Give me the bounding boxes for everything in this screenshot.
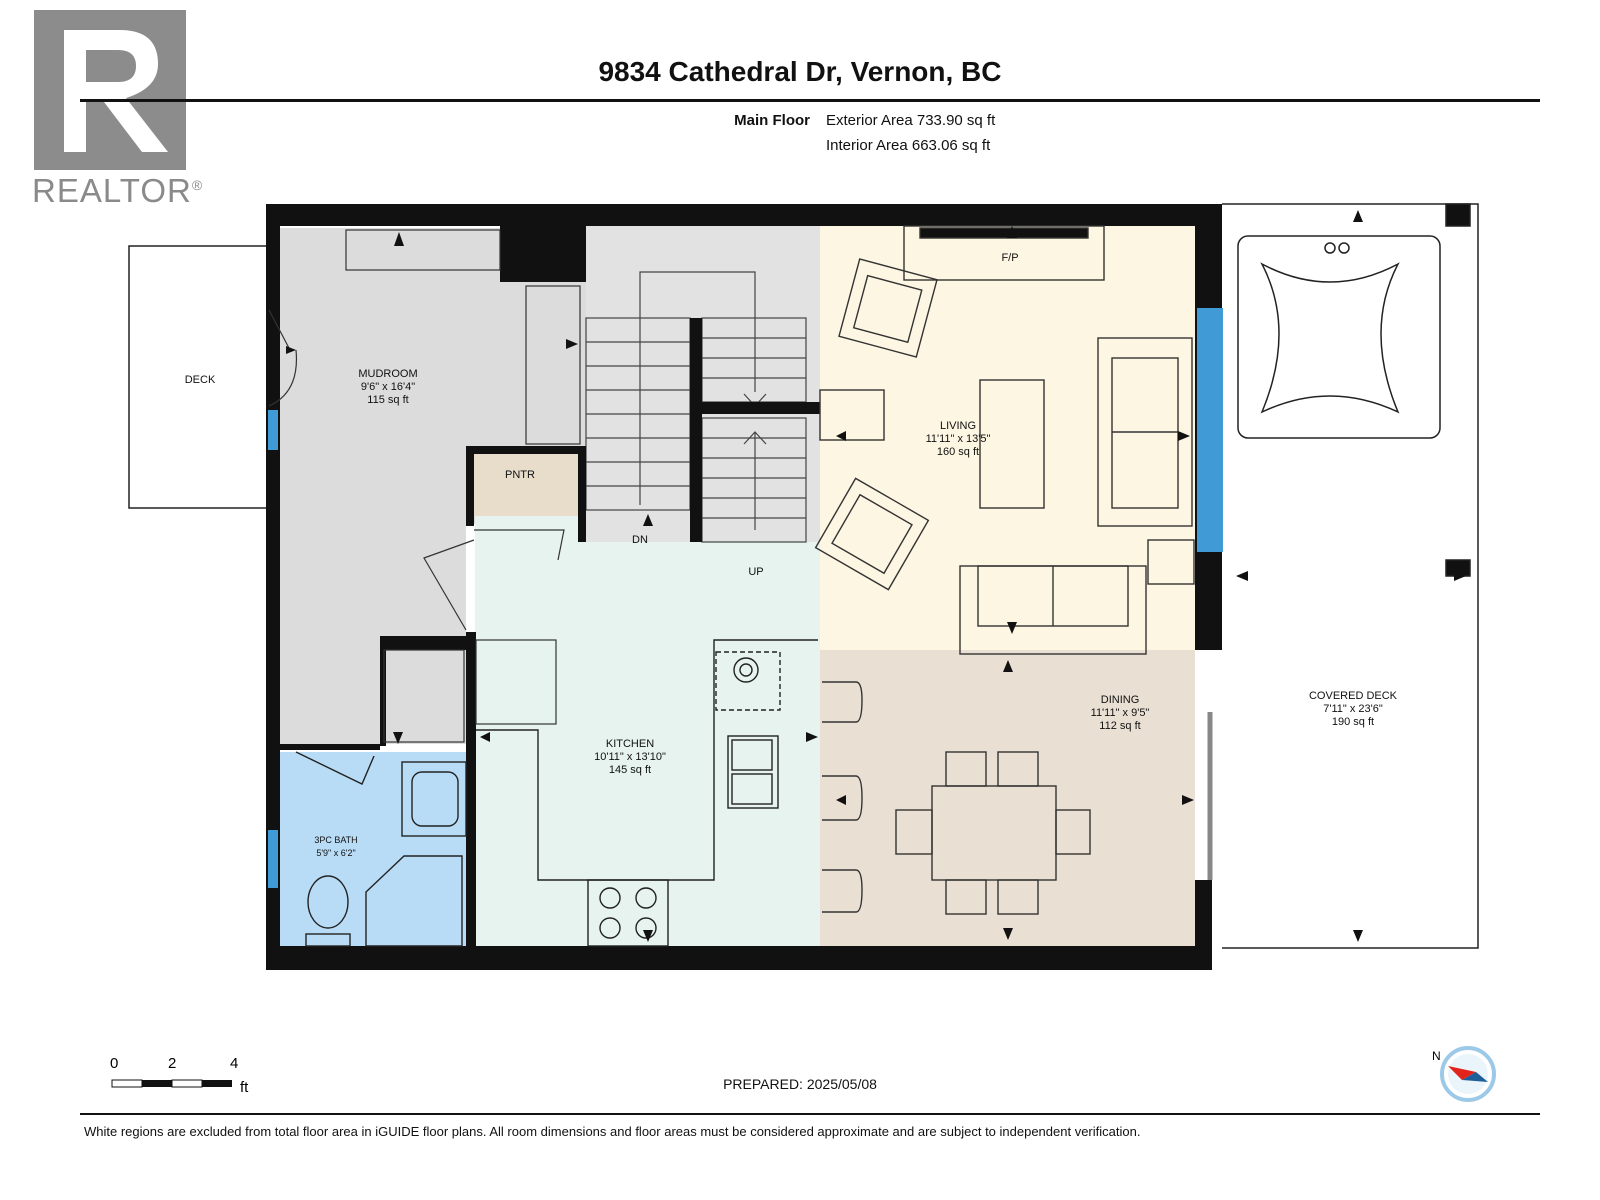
view-arrows — [286, 210, 1466, 942]
fireplace-label: F/P — [990, 252, 1030, 265]
prepared-date: PREPARED: 2025/05/08 — [723, 1076, 877, 1092]
covered-deck-dims: 7'11" x 23'6" — [1323, 703, 1383, 715]
disclaimer-text: White regions are excluded from total fl… — [84, 1124, 1141, 1139]
covered-deck-label: COVERED DECK 7'11" x 23'6" 190 sq ft — [1288, 690, 1418, 729]
covered-deck-name: COVERED DECK — [1308, 690, 1398, 702]
stairs-up-label: UP — [736, 566, 776, 579]
windows — [268, 308, 1223, 888]
compass-north-label: N — [1432, 1049, 1441, 1063]
bath-fixtures — [295, 751, 467, 947]
deck-name: DECK — [184, 374, 216, 386]
covered-deck — [1222, 203, 1479, 949]
bath-dims: 5'9" x 6'2" — [316, 848, 356, 858]
living-area-text: 160 sq ft — [936, 446, 980, 458]
pantry-name: PNTR — [505, 469, 535, 481]
pantry-area — [473, 452, 581, 516]
mudroom-area-text: 115 sq ft — [367, 394, 409, 406]
dining-area — [820, 650, 1195, 946]
living-name: LIVING — [939, 420, 977, 432]
mudroom-dims: 9'6" x 16'4" — [360, 381, 416, 393]
dining-label: DINING 11'11" x 9'5" 112 sq ft — [1060, 694, 1180, 733]
stair-landing-wall — [702, 402, 820, 414]
exterior-walls — [266, 204, 1222, 970]
dining-name: DINING — [1100, 694, 1140, 706]
living-area — [820, 226, 1195, 650]
scale-tick-0: 0 — [110, 1055, 118, 1072]
mudroom-label: MUDROOM 9'6" x 16'4" 115 sq ft — [338, 368, 438, 407]
kitchen-name: KITCHEN — [605, 738, 655, 750]
kitchen-area — [475, 516, 820, 946]
floor-name: Main Floor — [734, 112, 810, 129]
registered-mark: ® — [191, 177, 204, 193]
stairs-down-text: DN — [632, 534, 648, 546]
mudroom-fixtures — [268, 229, 581, 743]
stair-area — [586, 226, 820, 542]
deck-label: DECK — [160, 374, 240, 387]
exterior-area: Exterior Area 733.90 sq ft — [826, 112, 996, 129]
covered-deck-area-text: 190 sq ft — [1331, 716, 1375, 728]
pantry-label: PNTR — [490, 469, 550, 482]
logo-word: REALTOR — [32, 172, 192, 209]
realtor-logo-mark — [34, 10, 186, 170]
fireplace-text: F/P — [1001, 252, 1019, 264]
deck-area — [128, 245, 270, 509]
bath-label: 3PC BATH 5'9" x 6'2" — [296, 834, 376, 860]
living-label: LIVING 11'11" x 13'5" 160 sq ft — [898, 420, 1018, 459]
interior-area: Interior Area 663.06 sq ft — [826, 137, 991, 154]
dining-area-text: 112 sq ft — [1099, 720, 1141, 732]
kitchen-dims: 10'11" x 13'10" — [594, 751, 666, 763]
scale-unit: ft — [240, 1079, 249, 1096]
kitchen-label: KITCHEN 10'11" x 13'10" 145 sq ft — [570, 738, 690, 777]
dining-dims: 11'11" x 9'5" — [1090, 707, 1150, 719]
stairs-up-text: UP — [748, 566, 764, 578]
page-title: 9834 Cathedral Dr, Vernon, BC — [598, 56, 1002, 87]
mudroom-area — [280, 228, 466, 744]
header-divider — [80, 99, 1540, 102]
scale-bar: 0 2 4 ft — [110, 1052, 270, 1107]
mudroom-name: MUDROOM — [358, 368, 418, 380]
living-dims: 11'11" x 13'5" — [925, 433, 991, 445]
scale-tick-2: 2 — [168, 1055, 176, 1072]
scale-tick-4: 4 — [230, 1055, 238, 1072]
kitchen-area-text: 145 sq ft — [608, 764, 652, 776]
bath-area — [280, 752, 475, 946]
living-furniture — [814, 225, 1195, 655]
kitchen-fixtures — [476, 639, 818, 947]
bath-name: 3PC BATH — [314, 835, 358, 845]
stairs-down-label: DN — [620, 534, 660, 547]
footer-divider — [80, 1113, 1540, 1115]
realtor-logo-text: REALTOR® — [32, 172, 202, 210]
stair-divider-wall — [690, 318, 702, 542]
dining-furniture — [822, 681, 1091, 915]
compass-icon: N — [1430, 1036, 1500, 1111]
